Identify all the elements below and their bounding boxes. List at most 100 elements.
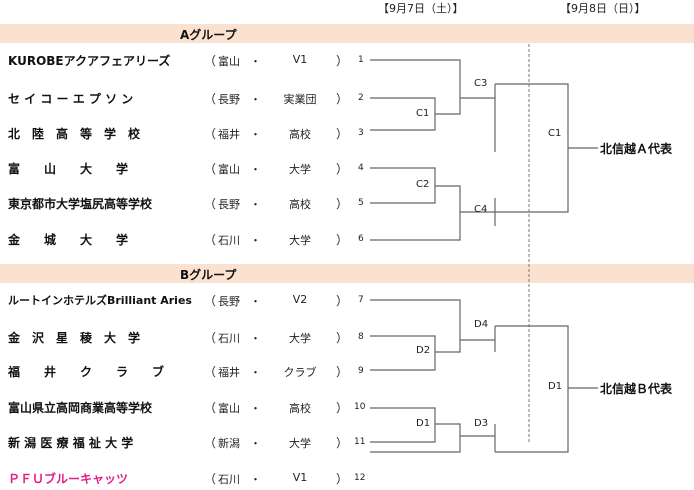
paren-open: （ (204, 401, 217, 415)
seed-number: 6 (358, 234, 364, 244)
team-pref: 石川 (218, 473, 240, 486)
group-b-label: Bグループ (180, 268, 237, 282)
paren-open: （ (204, 472, 217, 486)
team-category: 大学 (289, 163, 311, 176)
seed-number: 2 (358, 93, 364, 103)
paren-open: （ (204, 331, 217, 345)
seed-number: 3 (358, 128, 364, 138)
separator-dot: ・ (250, 198, 261, 211)
paren-open: （ (204, 162, 217, 176)
team-name: セ イ コ ー エ プ ソ ン (8, 92, 134, 106)
line-d1-out (435, 423, 495, 437)
paren-open: （ (204, 127, 217, 141)
separator-dot: ・ (250, 402, 261, 415)
team-category: 高校 (289, 198, 311, 211)
separator-dot: ・ (250, 128, 261, 141)
team-category: V1 (292, 53, 308, 66)
paren-close: ） (336, 436, 349, 450)
match-final-b: D1 (548, 381, 563, 392)
team-pref: 福井 (218, 128, 240, 141)
match-d3: D3 (474, 418, 489, 429)
date-day1: 【9月7日（土）】 (378, 2, 464, 15)
line-a-seed6 (370, 212, 461, 241)
team-name: ルートインホテルズBrilliant Aries (8, 294, 192, 307)
paren-close: ） (336, 365, 349, 379)
group-a-label: Aグループ (180, 28, 237, 42)
team-name: 東京都市大学塩尻高等学校 (8, 197, 153, 211)
line-c1-out (435, 98, 461, 115)
paren-close: ） (336, 127, 349, 141)
team-category: クラブ (283, 366, 317, 379)
paren-close: ） (336, 54, 349, 68)
team-category: V2 (292, 293, 308, 306)
group-a-bar (0, 24, 694, 43)
seed-number: 8 (358, 332, 364, 342)
line-b-seed12 (370, 436, 461, 453)
separator-dot: ・ (250, 234, 261, 247)
paren-open: （ (204, 92, 217, 106)
paren-open: （ (204, 233, 217, 247)
seed-number: 10 (354, 402, 366, 412)
line-final-b-bracket (530, 325, 569, 453)
separator-dot: ・ (250, 366, 261, 379)
line-d2-bracket (370, 335, 436, 371)
team-name: 新 潟 医 療 福 祉 大 学 (8, 436, 134, 450)
match-c4: C4 (474, 204, 488, 215)
team-category: 高校 (289, 128, 311, 141)
team-pref: 富山 (218, 55, 240, 68)
paren-open: （ (204, 436, 217, 450)
team-category: 大学 (289, 234, 311, 247)
separator-dot: ・ (250, 93, 261, 106)
match-c2: C2 (416, 179, 430, 190)
separator-dot: ・ (250, 332, 261, 345)
paren-open: （ (204, 197, 217, 211)
match-d4: D4 (474, 319, 489, 330)
line-d1-bracket (370, 407, 436, 443)
separator-dot: ・ (250, 473, 261, 486)
separator-dot: ・ (250, 163, 261, 176)
team-category: 実業団 (283, 93, 317, 106)
separator-dot: ・ (250, 55, 261, 68)
team-name: 富山県立高岡商業高等学校 (8, 401, 153, 415)
team-pref: 福井 (218, 366, 240, 379)
match-final-a: C1 (548, 128, 562, 139)
paren-close: ） (336, 294, 349, 308)
team-category: 大学 (289, 437, 311, 450)
line-final-a-bracket (530, 83, 569, 213)
seed-number: 7 (358, 295, 364, 305)
team-pref: 長野 (218, 198, 240, 211)
line-c2-out (435, 185, 495, 213)
seed-number: 12 (354, 473, 366, 483)
paren-open: （ (204, 365, 217, 379)
team-category: 大学 (289, 332, 311, 345)
team-category: V1 (292, 471, 308, 484)
match-d2: D2 (416, 345, 431, 356)
separator-dot: ・ (250, 437, 261, 450)
team-name: 金 沢 星 稜 大 学 (8, 331, 141, 345)
paren-close: ） (336, 197, 349, 211)
team-pref: 富山 (218, 402, 240, 415)
paren-close: ） (336, 331, 349, 345)
seed-number: 5 (358, 198, 364, 208)
team-pref: 新潟 (218, 437, 240, 450)
team-name: ＰＦＵブルーキャッツ (8, 472, 129, 486)
date-day2: 【9月8日（日）】 (560, 2, 646, 15)
team-pref: 石川 (218, 234, 240, 247)
team-category: 高校 (289, 402, 311, 415)
line-d2-out (435, 340, 461, 353)
match-d1: D1 (416, 418, 431, 429)
seed-number: 1 (358, 55, 364, 65)
paren-close: ） (336, 92, 349, 106)
team-pref: 長野 (218, 295, 240, 308)
match-c1: C1 (416, 108, 430, 119)
group-b-bar (0, 264, 694, 283)
line-b-seed7 (370, 299, 495, 341)
separator-dot: ・ (250, 295, 261, 308)
line-a-seed1 (370, 59, 495, 99)
paren-open: （ (204, 54, 217, 68)
team-name: KUROBEアクアフェアリーズ (8, 54, 171, 68)
match-c3: C3 (474, 78, 488, 89)
representative-a: 北信越Ａ代表 (600, 142, 673, 156)
team-pref: 富山 (218, 163, 240, 176)
